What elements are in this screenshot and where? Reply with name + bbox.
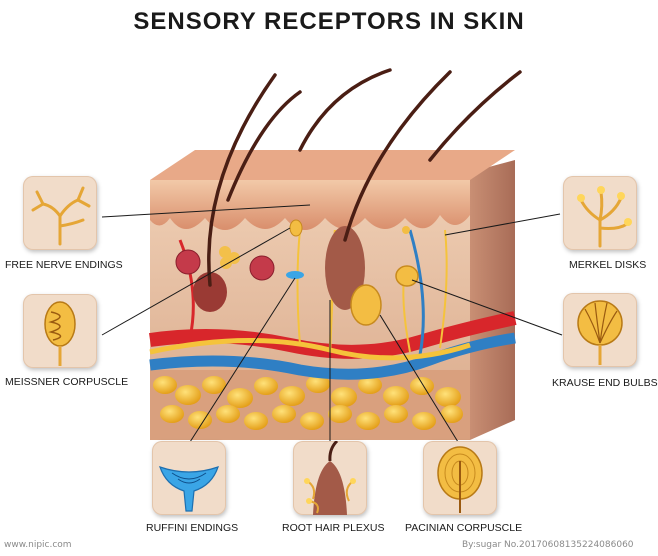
ruffini-ending (286, 271, 304, 279)
krause-end-bulbs-thumbnail (563, 293, 637, 367)
meissner-corpuscle-label: MEISSNER CORPUSCLE (5, 376, 129, 388)
merkel-disks-thumbnail (563, 176, 637, 250)
root-hair-plexus-icon (304, 441, 356, 515)
meissner-corpuscle-icon (44, 301, 76, 366)
fat-cells (153, 375, 463, 430)
merkel-disks-icon (577, 186, 632, 248)
meissner-corpuscle-thumbnail (23, 294, 97, 368)
hair-follicle (193, 272, 227, 312)
merkel-disks-label: MERKEL DISKS (569, 259, 647, 271)
sweat-gland (175, 249, 275, 281)
ruffini-endings-icon (159, 466, 219, 512)
krause-end-bulbs-icon (577, 300, 623, 365)
hair-strands (207, 68, 522, 287)
vein-branch (408, 229, 425, 356)
pacinian-corpuscle-label: PACINIAN CORPUSCLE (405, 522, 523, 534)
merkel-disk (402, 226, 410, 234)
pacinian-corpuscle-thumbnail (423, 441, 497, 515)
watermark-left: www.nipic.com (4, 540, 72, 550)
root-hair-plexus-thumbnail (293, 441, 367, 515)
pacinian-corpuscle (350, 284, 382, 326)
ruffini-endings-thumbnail (152, 441, 226, 515)
block-top-face (150, 150, 515, 180)
pacinian-corpuscle-icon (437, 446, 483, 513)
page-title: SENSORY RECEPTORS IN SKIN (133, 8, 525, 35)
free-nerve-endings-icon (31, 186, 91, 246)
watermark-right: By:sugar No.20170608135224086060 (462, 540, 634, 550)
leader-lines (101, 204, 563, 443)
krause-end-bulb (395, 265, 419, 287)
free-nerve-endings-thumbnail (23, 176, 97, 250)
nerve-branch (296, 229, 301, 346)
block-side-face (470, 160, 515, 440)
root-hair-plexus-label: ROOT HAIR PLEXUS (282, 522, 385, 534)
hair-follicle (325, 226, 365, 310)
krause-end-bulbs-label: KRAUSE END BULBS (552, 377, 658, 389)
meissner-corpuscle (289, 219, 303, 237)
nerve-branch (439, 229, 448, 349)
free-nerve-endings-label: FREE NERVE ENDINGS (5, 259, 123, 271)
ruffini-endings-label: RUFFINI ENDINGS (146, 522, 239, 534)
